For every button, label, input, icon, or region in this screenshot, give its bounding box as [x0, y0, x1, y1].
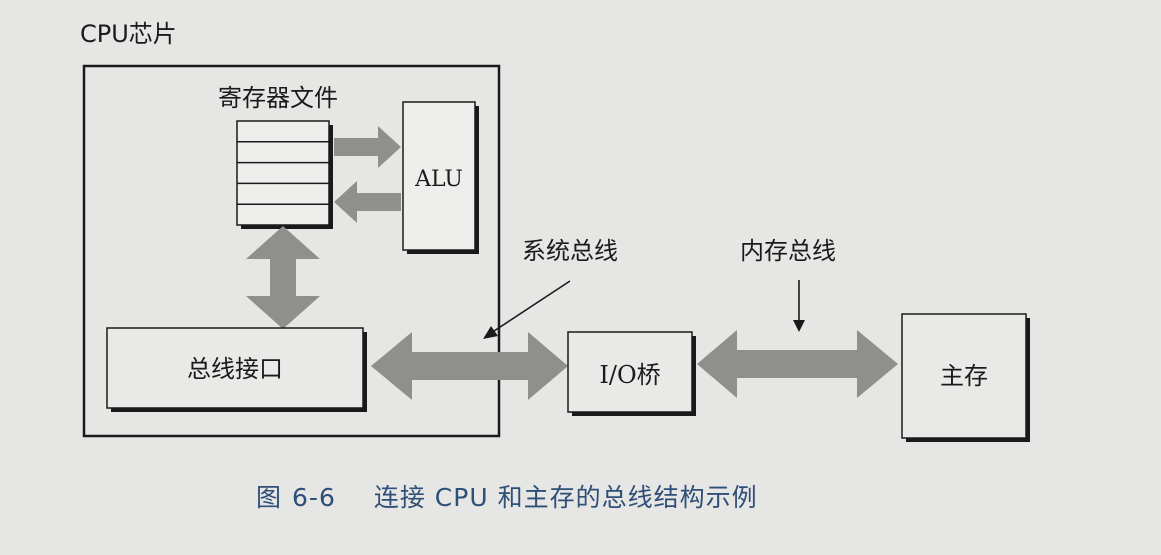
caption-text: 连接 CPU 和主存的总线结构示例 [373, 483, 758, 512]
register-file-label: 寄存器文件 [218, 84, 338, 112]
cpu-chip-box [82, 64, 501, 438]
system-bus-pointer [490, 280, 571, 334]
register-to-alu-arrow [334, 126, 401, 168]
register-bus-interface-arrow [246, 226, 320, 329]
caption-prefix: 图 [256, 483, 283, 512]
register-file [236, 120, 333, 229]
main-memory-label: 主存 [940, 362, 988, 390]
system-bus-pointer-head [483, 326, 498, 339]
system-bus-arrow [371, 332, 568, 400]
alu-label: ALU [414, 167, 463, 192]
alu-box [402, 101, 479, 254]
io-bridge-label: I/O桥 [599, 361, 660, 389]
alu-to-register-arrow [334, 181, 401, 223]
io-bridge-box [567, 331, 696, 416]
bus-interface-box [106, 327, 367, 412]
caption-number: 6-6 [292, 483, 336, 512]
bus-interface-label: 总线接口 [187, 355, 283, 383]
main-memory-box [901, 313, 1030, 442]
system-bus-label: 系统总线 [522, 237, 618, 265]
memory-bus-arrow [697, 330, 898, 398]
memory-bus-pointer-head [793, 320, 805, 332]
figure-caption: 图 6-6 连接 CPU 和主存的总线结构示例 [256, 478, 758, 514]
memory-bus-label: 内存总线 [740, 237, 836, 265]
cpu-chip-label: CPU芯片 [80, 20, 177, 48]
